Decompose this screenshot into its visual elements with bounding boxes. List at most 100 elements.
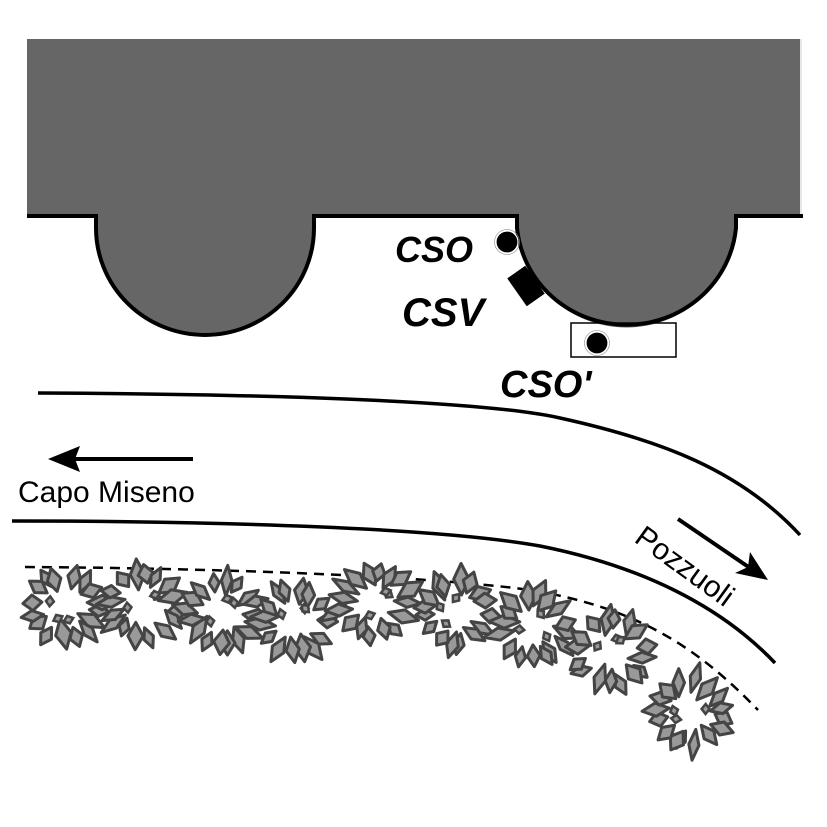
rock bbox=[671, 667, 687, 699]
pozzuoli-label: Pozzuoli bbox=[629, 520, 740, 613]
rock bbox=[461, 625, 487, 643]
rock bbox=[230, 625, 246, 655]
cso-prime-circle-icon bbox=[585, 331, 609, 355]
rock bbox=[76, 612, 107, 630]
rock bbox=[592, 662, 608, 696]
rock bbox=[544, 599, 572, 619]
rock bbox=[531, 579, 548, 608]
rock bbox=[538, 644, 554, 666]
rock bbox=[51, 613, 65, 624]
rock bbox=[78, 619, 99, 644]
rock bbox=[45, 566, 63, 593]
rock-ring bbox=[482, 579, 582, 669]
arrow-left-icon bbox=[48, 446, 193, 472]
rock bbox=[606, 608, 622, 630]
rock-ring bbox=[170, 563, 273, 657]
rock bbox=[68, 625, 85, 648]
rock bbox=[78, 568, 93, 594]
rock-ring bbox=[243, 576, 348, 665]
rock bbox=[327, 590, 359, 606]
rock bbox=[708, 701, 735, 716]
rock bbox=[61, 614, 76, 625]
rock bbox=[79, 582, 104, 600]
rock bbox=[541, 630, 552, 643]
structure bbox=[27, 39, 803, 337]
rock bbox=[136, 563, 155, 585]
rock bbox=[635, 637, 659, 656]
arrow-down-right-icon bbox=[676, 517, 768, 580]
rock bbox=[277, 578, 292, 603]
rock bbox=[440, 619, 452, 629]
rock bbox=[21, 593, 44, 613]
rock bbox=[117, 616, 131, 638]
rock bbox=[170, 601, 199, 617]
rock bbox=[614, 635, 627, 645]
rock bbox=[156, 588, 190, 605]
rock bbox=[648, 690, 673, 707]
rock bbox=[153, 621, 178, 641]
rock bbox=[126, 620, 145, 652]
rock bbox=[312, 596, 331, 612]
rock bbox=[502, 637, 517, 661]
road-upper-edge bbox=[37, 391, 802, 537]
rock bbox=[592, 640, 603, 653]
rock bbox=[445, 630, 460, 660]
rock bbox=[421, 619, 439, 636]
rock bbox=[363, 610, 377, 621]
cso-label: CSO bbox=[395, 229, 473, 270]
rock bbox=[624, 663, 644, 685]
marker-csv[interactable]: CSV bbox=[402, 265, 545, 335]
rock bbox=[699, 723, 719, 747]
rock bbox=[658, 682, 678, 701]
csv-square-icon bbox=[507, 265, 545, 307]
rock bbox=[361, 561, 378, 587]
rock bbox=[229, 575, 244, 594]
rock bbox=[640, 701, 671, 718]
rock bbox=[142, 626, 155, 650]
rock bbox=[626, 650, 658, 665]
marker-cso-prime[interactable]: CSO' bbox=[500, 322, 677, 406]
rock bbox=[188, 614, 209, 645]
rock bbox=[204, 614, 216, 629]
rock bbox=[669, 713, 684, 725]
rock bbox=[435, 601, 445, 613]
rock bbox=[536, 608, 546, 620]
cso-prime-circle-halo bbox=[584, 330, 610, 356]
rock bbox=[323, 602, 355, 618]
rock bbox=[700, 702, 712, 716]
structure-body bbox=[27, 39, 800, 335]
rock bbox=[379, 586, 393, 598]
rock bbox=[392, 595, 423, 609]
rock-ring bbox=[640, 661, 735, 762]
rock bbox=[309, 631, 333, 646]
rock bbox=[472, 591, 498, 610]
rock bbox=[695, 676, 719, 702]
marker-cso[interactable]: CSO bbox=[395, 229, 520, 270]
rock bbox=[228, 595, 240, 610]
rock bbox=[435, 629, 450, 647]
rock bbox=[148, 566, 163, 589]
rock bbox=[66, 563, 82, 591]
rock bbox=[148, 589, 162, 601]
rock-ring bbox=[323, 561, 425, 648]
rock bbox=[487, 613, 522, 630]
rock bbox=[512, 623, 527, 636]
rock bbox=[461, 570, 479, 595]
rock bbox=[513, 645, 528, 669]
rock bbox=[331, 577, 361, 596]
rock bbox=[668, 729, 685, 752]
road-lower-edge bbox=[11, 519, 777, 665]
rock bbox=[435, 573, 452, 599]
rock bbox=[371, 562, 387, 583]
rock bbox=[451, 592, 461, 604]
rock bbox=[469, 619, 496, 637]
rock bbox=[687, 727, 701, 762]
rock bbox=[603, 667, 619, 695]
rock bbox=[269, 635, 287, 664]
rock bbox=[212, 628, 231, 656]
cso-circle-halo bbox=[494, 229, 520, 255]
rock bbox=[276, 607, 287, 621]
direction-pozzuoli: Pozzuoli bbox=[629, 517, 768, 613]
rock bbox=[396, 580, 425, 599]
rock bbox=[200, 630, 214, 653]
